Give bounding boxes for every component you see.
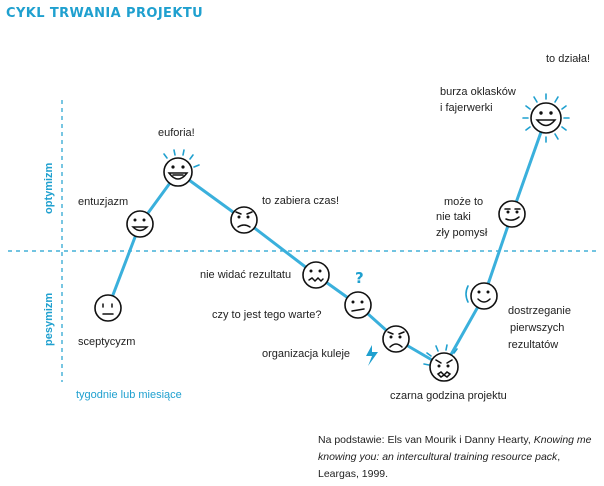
- stage-label-burza-line-1: burza oklasków: [440, 86, 516, 98]
- stage-label-nie-widac-rezultatu: nie widać rezultatu: [200, 269, 291, 281]
- source-note-book-title: Knowing me knowing you: an intercultural…: [318, 434, 592, 463]
- face-neutral-icon: [94, 294, 122, 322]
- stage-label-entuzjazm: entuzjazm: [78, 196, 128, 208]
- stage-label-euforia: euforia!: [158, 127, 195, 139]
- lifecycle-curve: [106, 116, 548, 369]
- stage-label-czarna-godzina-projektu: czarna godzina projektu: [390, 390, 507, 402]
- stage-label-burza-line-2: i fajerwerki: [440, 102, 493, 114]
- stage-label-dostrzeganie-line-3: rezultatów: [508, 339, 558, 351]
- stage-label-sceptycyzm: sceptycyzm: [78, 336, 135, 348]
- face-celebration-icon: [522, 93, 570, 143]
- stage-label-moze-to-line-2: nie taki: [436, 211, 471, 223]
- stage-label-moze-to-line-1: może to: [444, 196, 483, 208]
- stage-label-dostrzeganie-line-2: pierwszych: [510, 322, 564, 334]
- axis-label-optimism: optymizm: [43, 162, 55, 214]
- stage-label-to-zabiera-czas: to zabiera czas!: [262, 195, 339, 207]
- axis-label-pessimism: pesymizm: [43, 293, 55, 346]
- stage-label-to-dziala: to działa!: [546, 53, 590, 65]
- source-note: Na podstawie: Els van Mourik i Danny Hea…: [318, 432, 598, 483]
- source-note-prefix: Na podstawie: Els van Mourik i Danny Hea…: [318, 434, 534, 446]
- face-smile-icon: [126, 210, 154, 238]
- face-euphoria-icon: [163, 149, 200, 187]
- face-worried-icon: [230, 206, 258, 234]
- source-note-suffix: , Leargas, 1999.: [318, 451, 561, 480]
- face-hopeful-icon: [465, 282, 498, 310]
- lightning-icon: [366, 345, 378, 366]
- face-despair-icon: [423, 344, 459, 382]
- stage-label-moze-to-line-3: zły pomysł: [436, 227, 488, 239]
- question-mark-icon: ?: [355, 269, 364, 287]
- face-sad-icon: [382, 325, 410, 353]
- face-doubt-icon: [344, 291, 372, 319]
- face-grimace-icon: [302, 261, 330, 289]
- time-axis-label: tygodnie lub miesiące: [76, 389, 182, 401]
- face-smirk-icon: [498, 200, 526, 228]
- stage-label-organizacja-kuleje: organizacja kuleje: [262, 348, 350, 360]
- stage-label-czy-to-jest-tego-warte: czy to jest tego warte?: [212, 309, 321, 321]
- page-title: CYKL TRWANIA PROJEKTU: [6, 6, 204, 21]
- stage-label-dostrzeganie-line-1: dostrzeganie: [508, 305, 571, 317]
